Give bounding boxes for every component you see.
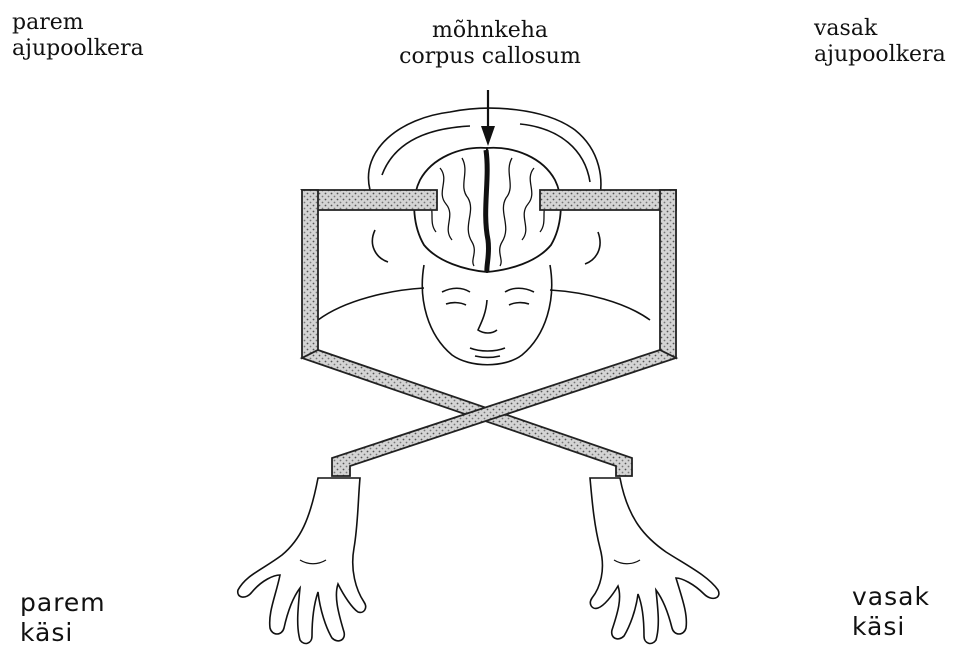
arrow-down-icon <box>481 90 495 146</box>
hand-icon <box>238 478 719 643</box>
face-icon <box>318 265 650 365</box>
